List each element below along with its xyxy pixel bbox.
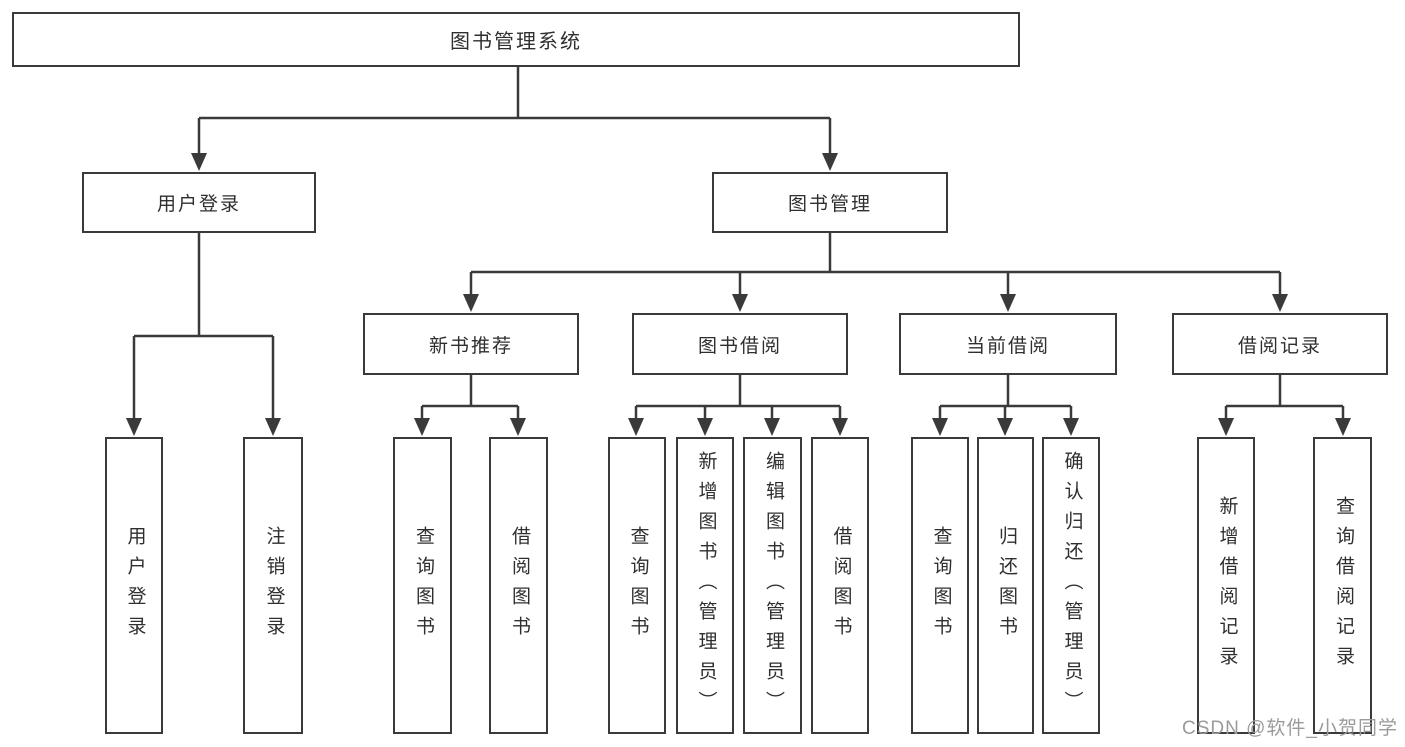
arrowhead (1218, 418, 1234, 436)
arrowhead (932, 418, 948, 436)
leaf-return-books-label: 归还图书 (995, 525, 1017, 646)
connector-current-borrow-to-leaves (932, 375, 1079, 436)
node-new-book-recommend: 新书推荐 (363, 313, 579, 375)
node-book-management: 图书管理 (712, 172, 948, 233)
arrowhead (822, 153, 838, 171)
leaf-query-books-current: 查询图书 (911, 437, 969, 734)
leaf-edit-books-admin: 编辑图书（管理员） (743, 437, 802, 734)
leaf-query-books-current-label: 查询图书 (930, 525, 952, 646)
node-book-management-label: 图书管理 (787, 194, 872, 215)
leaf-borrow-books-recommend-label: 借阅图书 (508, 525, 530, 646)
connector-root-to-level2 (191, 67, 838, 171)
node-book-borrow-label: 图书借阅 (697, 335, 782, 357)
arrowhead (997, 418, 1013, 436)
arrowhead (697, 418, 713, 436)
leaf-return-books: 归还图书 (977, 437, 1034, 734)
leaf-user-login: 用户登录 (105, 437, 163, 734)
leaf-borrow-books-label: 借阅图书 (830, 525, 852, 646)
leaf-add-borrow-record: 新增借阅记录 (1197, 437, 1255, 734)
leaf-add-books-admin: 新增图书（管理员） (676, 437, 734, 734)
node-book-borrow: 图书借阅 (632, 313, 848, 375)
arrowhead (1063, 418, 1079, 436)
connector-book-management-to-level3 (463, 233, 1288, 312)
node-root-label: 图书管理系统 (450, 31, 582, 53)
arrowhead (1272, 294, 1288, 312)
leaf-query-books-borrow: 查询图书 (608, 437, 666, 734)
csdn-watermark: CSDN @软件_小贺同学 (1182, 718, 1398, 739)
leaf-add-books-admin-label: 新增图书（管理员） (695, 450, 717, 721)
arrowhead (510, 418, 526, 436)
arrowhead (1335, 418, 1351, 436)
leaf-logout: 注销登录 (243, 437, 303, 734)
leaf-query-books-borrow-label: 查询图书 (627, 525, 649, 646)
node-borrow-records-label: 借阅记录 (1237, 335, 1322, 357)
leaf-confirm-return-admin: 确认归还（管理员） (1042, 437, 1100, 734)
arrowhead (628, 418, 644, 436)
connector-borrow-records-to-leaves (1218, 375, 1351, 436)
arrowhead (126, 418, 142, 436)
connector-book-borrow-to-leaves (628, 375, 848, 436)
arrowhead (414, 418, 430, 436)
arrowhead (764, 418, 780, 436)
leaf-borrow-books: 借阅图书 (811, 437, 869, 734)
arrowhead (1000, 294, 1016, 312)
arrowhead (732, 294, 748, 312)
arrowhead (191, 153, 207, 171)
arrowhead (265, 418, 281, 436)
leaf-confirm-return-admin-label: 确认归还（管理员） (1061, 450, 1083, 721)
node-new-book-recommend-label: 新书推荐 (428, 335, 513, 357)
node-user-login-label: 用户登录 (156, 194, 241, 215)
node-user-login: 用户登录 (82, 172, 316, 233)
leaf-query-borrow-record-label: 查询借阅记录 (1332, 495, 1354, 676)
node-current-borrow: 当前借阅 (899, 313, 1117, 375)
node-borrow-records: 借阅记录 (1172, 313, 1388, 375)
node-current-borrow-label: 当前借阅 (965, 335, 1050, 357)
leaf-logout-label: 注销登录 (263, 525, 285, 646)
leaf-borrow-books-recommend: 借阅图书 (489, 437, 548, 734)
connector-new-book-to-leaves (414, 375, 526, 436)
leaf-query-borrow-record: 查询借阅记录 (1313, 437, 1372, 734)
arrowhead (463, 294, 479, 312)
leaf-query-books-recommend: 查询图书 (393, 437, 452, 734)
node-root: 图书管理系统 (12, 12, 1020, 67)
arrowhead (832, 418, 848, 436)
connector-user-login-to-leaves (126, 233, 281, 436)
leaf-edit-books-admin-label: 编辑图书（管理员） (762, 450, 784, 721)
leaf-add-borrow-record-label: 新增借阅记录 (1216, 495, 1238, 676)
leaf-user-login-label: 用户登录 (124, 525, 146, 646)
leaf-query-books-recommend-label: 查询图书 (412, 525, 434, 646)
